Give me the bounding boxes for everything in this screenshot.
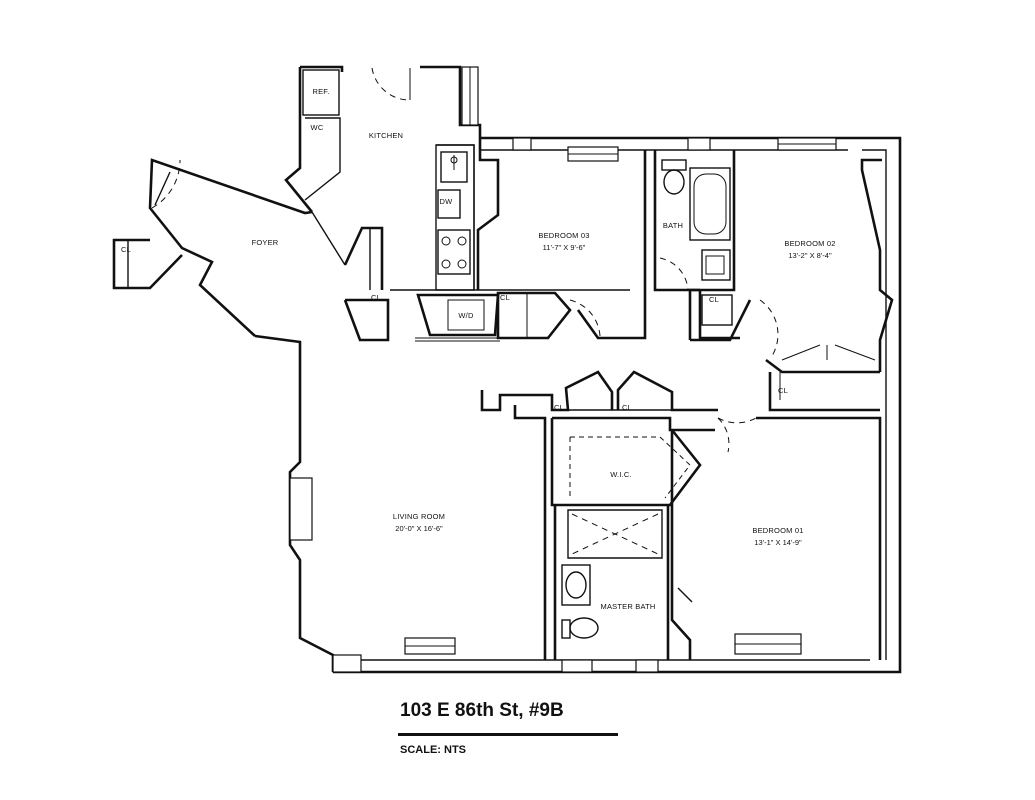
- bedroom2-dims: 13'-2" X 8'-4": [788, 251, 832, 260]
- fixtures: [302, 69, 733, 326]
- interior-walls: [304, 117, 894, 660]
- bedroom1-name: BEDROOM 01: [752, 526, 803, 535]
- wd-label: W/D: [458, 311, 474, 320]
- hall-closet-1-label: CL: [554, 403, 564, 412]
- bedroom2-closet-label: CL: [778, 386, 788, 395]
- master-bath-label: MASTER BATH: [601, 602, 656, 611]
- hall-closet-2-label: CL: [622, 403, 632, 412]
- bedroom1-dims: 13'-1" X 14'-9": [754, 538, 802, 547]
- living-room-dims: 20'-0" X 16'-6": [395, 524, 443, 533]
- scale-note: SCALE: NTS: [400, 744, 466, 756]
- wic-label: W.I.C.: [610, 470, 632, 479]
- bath-label: BATH: [663, 221, 683, 230]
- title-underline: [398, 733, 618, 736]
- room-labels: REF. WC KITCHEN DW FOYER CL BEDROOM 03 1…: [121, 87, 835, 611]
- windows: [289, 66, 837, 673]
- bath-closet-label: CL: [709, 295, 719, 304]
- kitchen-label: KITCHEN: [369, 131, 403, 140]
- foyer-label: FOYER: [252, 238, 279, 247]
- wc-label: WC: [311, 123, 324, 132]
- living-room-name: LIVING ROOM: [393, 512, 445, 521]
- bedroom3-name: BEDROOM 03: [538, 231, 589, 240]
- bedroom2-name: BEDROOM 02: [784, 239, 835, 248]
- pantry-closet-label: CL: [371, 293, 381, 302]
- dw-label: DW: [440, 197, 454, 206]
- listing-address-title: 103 E 86th St, #9B: [400, 700, 564, 721]
- bedroom3-closet-label: CL: [500, 293, 510, 302]
- exterior-walls: [112, 65, 902, 674]
- bedroom3-dims: 11'-7" X 9'-6": [543, 243, 586, 252]
- ref-label: REF.: [312, 87, 329, 96]
- door-swings: [151, 67, 779, 453]
- entry-closet-label: CL: [121, 245, 131, 254]
